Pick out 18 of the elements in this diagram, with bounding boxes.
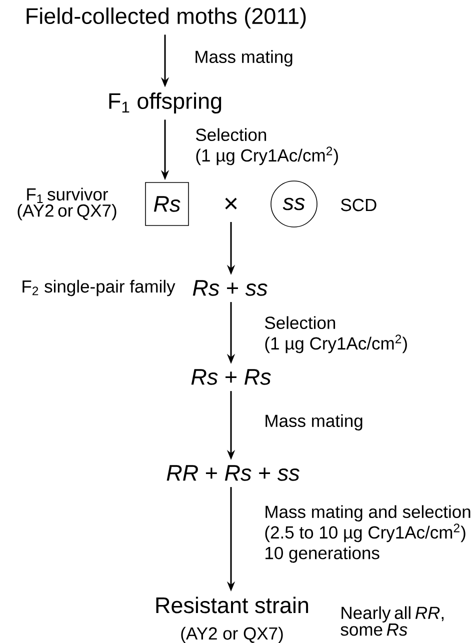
genotype-box: Rs	[145, 182, 189, 226]
stage-text: RR + Rs + ss	[166, 465, 300, 481]
stage-text: Field-collected moths (2011)	[26, 8, 306, 28]
generation-label: F$_{2}$ single-pair family	[22, 280, 176, 296]
edge-label: Mass mating and selection (2.5 to 10 µg Cry1Ac/cm$^{2}$) 10 generations	[265, 505, 470, 563]
stage-text: Resistant strain	[156, 596, 308, 614]
edge-label: Selection (1 µg Cry1Ac/cm$^{2}$)	[196, 128, 338, 166]
stage-text: F$_{1}$ offspring	[109, 92, 222, 114]
strain-label: SCD	[341, 198, 376, 212]
group-label: F$_{1}$ survivor (AY2 or QX7)	[18, 188, 116, 220]
edge-label: Mass mating	[196, 50, 292, 66]
edge-label: Selection (1 µg Cry1Ac/cm$^{2}$)	[265, 316, 407, 354]
stage-text: Rs + Rs	[191, 369, 271, 385]
edge-label: Mass mating	[266, 414, 362, 430]
strain-label: (AY2 or QX7)	[181, 626, 283, 643]
cross-symbol: ×	[225, 198, 237, 210]
genotype-note: Nearly all RR, some Rs	[340, 606, 444, 636]
stage-text: Rs + ss	[192, 280, 268, 296]
